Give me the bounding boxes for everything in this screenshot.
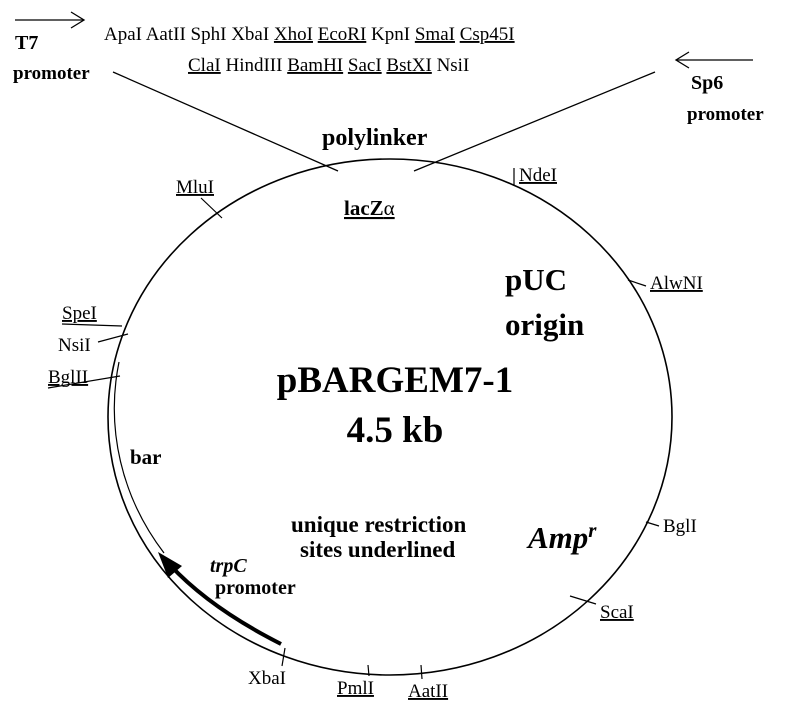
unique-sites-legend-line2: sites underlined [300,537,455,562]
site-label-xbai: XbaI [248,668,286,689]
polylinker-site-csp45i: Csp45I [460,24,515,45]
site-label-alwni: AlwNI [650,273,703,294]
site-label-bgli: BglI [663,516,697,537]
site-label-nsii: NsiI [58,335,91,356]
amp-resistance-label: Ampr [526,518,597,555]
polylinker-label: polylinker [322,125,428,151]
plasmid-size: 4.5 kb [347,410,444,451]
lacz-prefix: lacZ [344,196,384,220]
polylinker-row-2: ClaI HindIII BamHI SacI BstXI NsiI [188,55,469,76]
puc-origin-line1: pUC [505,262,567,297]
bar-gene-arc [113,361,165,554]
sp6-label: Sp6 [691,72,723,94]
polylinker-site-kpni: KpnI [371,24,410,45]
polylinker-site-hindiii: HindIII [225,55,282,76]
polylinker-left-line [112,71,339,172]
puc-origin-line2: origin [505,307,584,342]
amp-base: Amp [526,520,588,555]
site-tick-spei [61,323,123,327]
bar-gene-label: bar [130,445,162,469]
site-tick-scai [569,595,597,605]
trpc-arrowhead [158,552,182,578]
polylinker-site-nsii: NsiI [437,55,470,76]
site-tick-pmli [367,664,370,677]
amp-superscript: r [588,518,597,542]
site-tick-alwni [627,279,647,287]
t7-arrow-head [70,11,86,29]
polylinker-site-clai: ClaI [188,55,221,76]
site-tick-aatii [420,664,423,680]
lacz-alpha: α [384,196,395,220]
lacz-label: lacZα [344,196,395,220]
site-tick-bgli [645,521,660,527]
polylinker-right-line [413,71,656,172]
polylinker-site-aatii: AatII [146,24,186,45]
polylinker-site-bstxi: BstXI [386,55,431,76]
plasmid-circle [107,158,673,676]
site-tick-bglii [47,375,121,389]
unique-sites-legend-line1: unique restriction [291,512,466,537]
polylinker-site-smai: SmaI [415,24,455,45]
site-label-scai: ScaI [600,602,634,623]
polylinker-site-apai: ApaI [104,24,142,45]
site-tick-mlui [200,197,223,219]
t7-promoter-label: promoter [13,63,90,84]
sp6-arrow-head [674,51,690,69]
site-label-spei: SpeI [62,303,97,324]
trpc-promoter-arrow [168,563,282,646]
sp6-promoter-label: promoter [687,104,764,125]
site-label-aatii: AatII [408,681,448,702]
circle-restriction-sites: MluI NdeI AlwNI SpeI NsiI BglII BglI ScaI XbaI Pm… [47,165,703,702]
polylinker-site-saci: SacI [348,55,382,76]
site-tick-xbai [281,647,286,667]
polylinker-site-bamhi: BamHI [287,55,343,76]
polylinker-site-xhoi: XhoI [274,24,313,45]
polylinker-sites: ApaI AatII SphI XbaI XhoI EcoRI KpnI Sma… [104,24,515,76]
polylinker-site-ecori: EcoRI [318,24,367,45]
site-tick-nsii [97,333,129,343]
plasmid-name: pBARGEM7-1 [277,360,513,401]
site-label-ndei: NdeI [519,165,557,186]
polylinker-row-1: ApaI AatII SphI XbaI XhoI EcoRI KpnI Sma… [104,24,515,45]
t7-label: T7 [15,32,38,54]
site-label-mlui: MluI [176,177,214,198]
trpc-promoter-word: promoter [215,577,296,599]
polylinker-site-xbai: XbaI [231,24,269,45]
trpc-gene-name: trpC [210,555,247,577]
polylinker-site-sphi: SphI [191,24,227,45]
site-label-bglii: BglII [48,367,88,388]
site-label-pmli: PmlI [337,678,374,699]
